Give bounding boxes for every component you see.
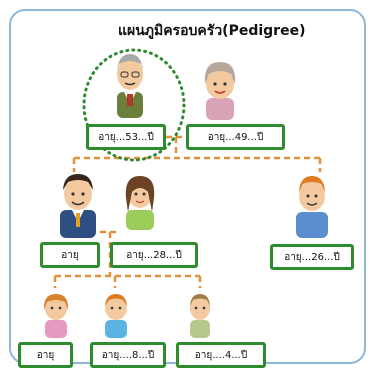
mother-age-box: อายุ...28...ปี [110, 242, 198, 268]
young-son-age-box: อายุ....4...ปี [176, 342, 266, 368]
mother-icon [118, 172, 162, 234]
daughter-age-box: อายุ [18, 342, 73, 368]
uncle-icon [288, 172, 336, 242]
daughter-icon [38, 290, 74, 342]
father-age-box: อายุ [40, 242, 100, 268]
son-age-box: อายุ....8...ปี [90, 342, 166, 368]
father-icon [50, 168, 106, 242]
grandmother-icon [195, 56, 245, 126]
selection-highlight [82, 48, 186, 162]
young-son-icon [183, 290, 217, 342]
grandfather-age-box: อายุ...53...ปี [86, 124, 166, 150]
uncle-age-box: อายุ...26...ปี [270, 244, 354, 270]
grandmother-age-box: อายุ...49...ปี [186, 124, 285, 150]
diagram-title: แผนภูมิครอบครัว(Pedigree) [118, 23, 306, 39]
grandfather-icon [105, 48, 155, 124]
son-icon [98, 290, 134, 342]
